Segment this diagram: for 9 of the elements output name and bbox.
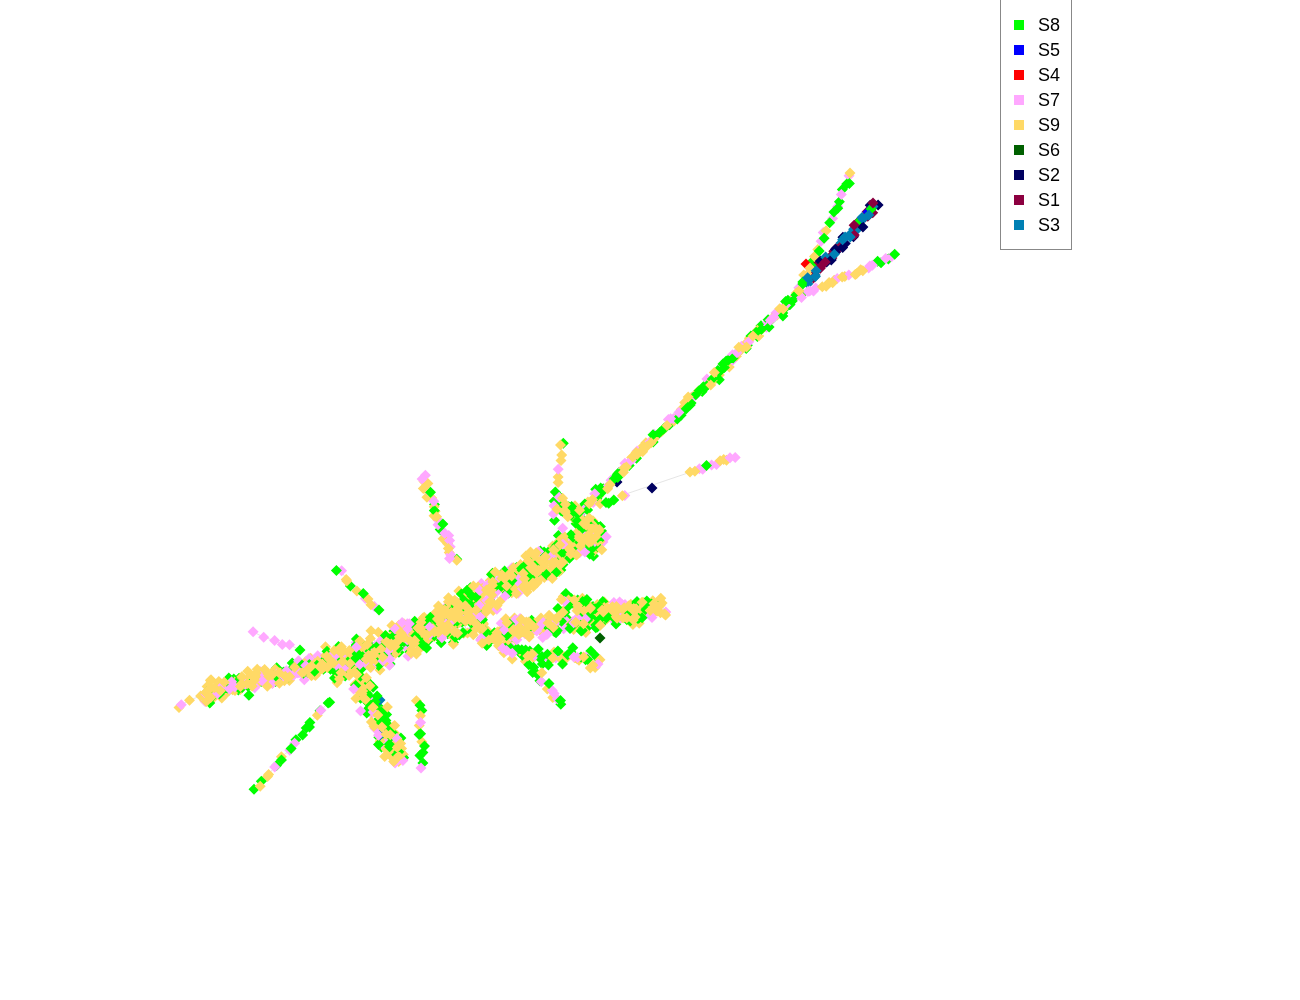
legend-label: S5 bbox=[1038, 40, 1061, 60]
legend-label: S3 bbox=[1038, 215, 1061, 235]
legend-label: S9 bbox=[1038, 115, 1061, 135]
legend-label: S2 bbox=[1038, 165, 1061, 185]
legend-label: S4 bbox=[1038, 65, 1061, 85]
legend-label: S8 bbox=[1038, 15, 1061, 35]
legend-label: S6 bbox=[1038, 140, 1061, 160]
legend-label: S1 bbox=[1038, 190, 1061, 210]
legend-label: S7 bbox=[1038, 90, 1061, 110]
